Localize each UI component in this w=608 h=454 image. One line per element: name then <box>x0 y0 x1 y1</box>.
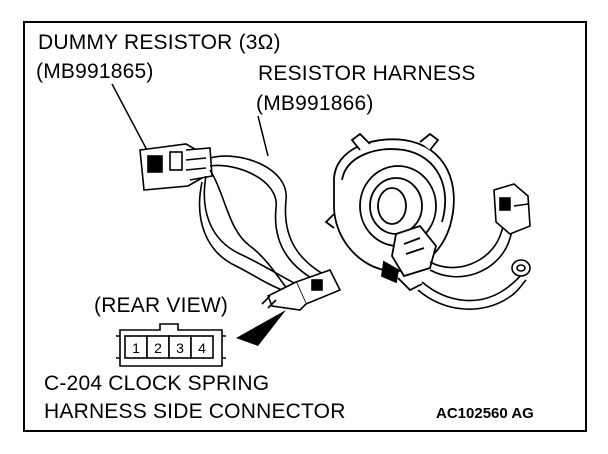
connector-name-line-2: HARNESS SIDE CONNECTOR <box>44 400 346 423</box>
resistor-harness-wires <box>198 155 331 295</box>
rear-view-connector <box>116 323 226 367</box>
pin-number-4: 4 <box>198 340 206 356</box>
harness-plug <box>261 269 342 311</box>
pin-cell-4 <box>190 335 214 359</box>
pin-number-2: 2 <box>154 340 162 356</box>
pin-number-1: 1 <box>132 340 140 356</box>
resistor-harness-label: RESISTOR HARNESS <box>258 62 476 85</box>
resistor-harness-leader <box>257 115 269 157</box>
pin-number-3: 3 <box>176 340 184 356</box>
clock-spring-assembly <box>324 132 455 292</box>
airbag-module-connector <box>493 183 531 277</box>
dummy-resistor-leader <box>111 83 149 153</box>
dummy-resistor-connector <box>139 143 213 191</box>
resistor-harness-part-number: (MB991866) <box>256 92 374 115</box>
dummy-resistor-part-number: (MB991865) <box>36 60 154 83</box>
pin-numbers: 1 2 3 4 <box>132 340 206 356</box>
dummy-resistor-label: DUMMY RESISTOR (3Ω) <box>38 31 281 54</box>
figure-code: AC102560 AG <box>436 405 534 422</box>
connector-name-line-1: C-204 CLOCK SPRING <box>44 372 270 395</box>
figure-frame <box>23 21 587 432</box>
view-direction-arrow <box>236 310 286 346</box>
rear-view-label: (REAR VIEW) <box>94 294 229 317</box>
